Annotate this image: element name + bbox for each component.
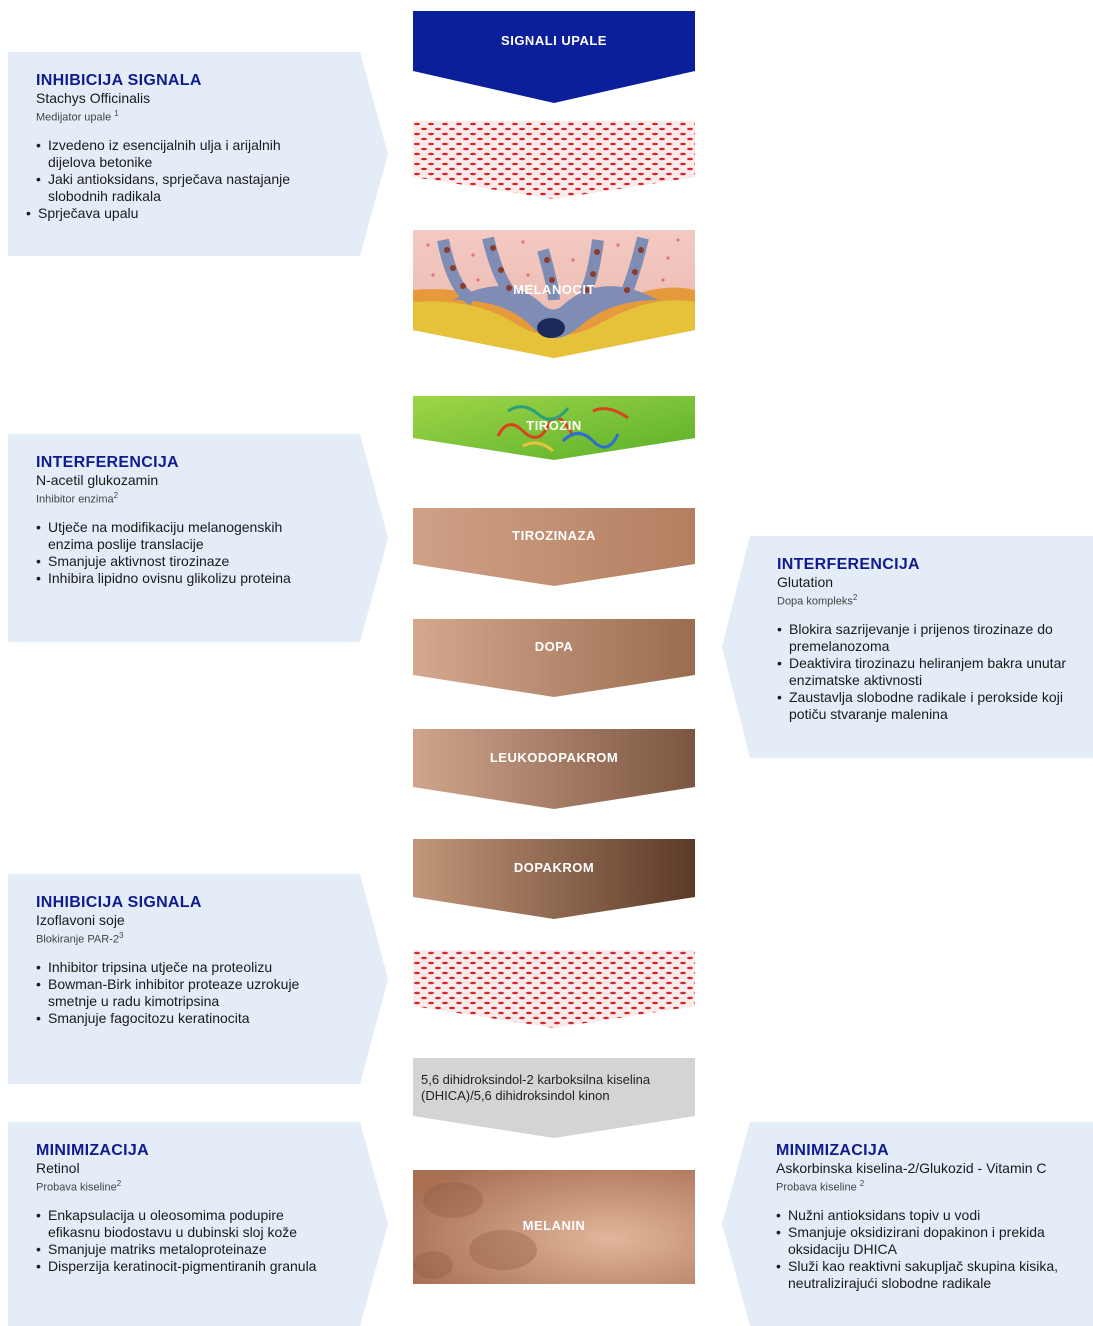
step-dotted-pattern-top xyxy=(413,121,695,199)
bullet-item: Zaustavlja slobodne radikale i perokside… xyxy=(777,689,1093,723)
bullet-list: Inhibitor tripsina utječe na proteolizu … xyxy=(36,959,328,1027)
panel-note: Inhibitor enzima2 xyxy=(36,491,119,506)
panel-title: INTERFERENCIJA xyxy=(777,556,920,573)
bullet-item: Inhibitor tripsina utječe na proteolizu xyxy=(36,959,328,976)
step-dopa: DOPA xyxy=(413,619,695,697)
bullet-item: Sprječava upalu xyxy=(26,205,328,222)
info-panel-minimizacija-retinol: MINIMIZACIJA Retinol Probava kiseline2 E… xyxy=(8,1122,388,1326)
bullet-item: Smanjuje fagocitozu keratinocita xyxy=(36,1010,328,1027)
chevron-shape xyxy=(413,1058,695,1138)
bullet-item: Bowman-Birk inhibitor proteaze uzrokuje … xyxy=(36,976,328,1010)
reference-marker: 2 xyxy=(859,1179,865,1188)
panel-subtitle: Izoflavoni soje xyxy=(36,912,125,928)
panel-subtitle: Stachys Officinalis xyxy=(36,90,151,106)
panel-title: MINIMIZACIJA xyxy=(776,1142,889,1159)
reference-marker: 2 xyxy=(852,593,858,602)
panel-subtitle: Retinol xyxy=(36,1160,80,1176)
dotted-chevron xyxy=(413,121,695,199)
dotted-chevron xyxy=(413,950,695,1028)
step-label: TIROZIN xyxy=(526,418,582,433)
bullet-item: Smanjuje oksidizirani dopakinon i prekid… xyxy=(776,1224,1093,1258)
bullet-list: Blokira sazrijevanje i prijenos tirozina… xyxy=(777,621,1093,723)
chevron-shape xyxy=(413,508,695,586)
protein-illustration xyxy=(413,396,695,460)
step-tirozin: TIROZIN xyxy=(413,396,695,460)
step-text-line: (DHICA)/5,6 dihidroksindol kinon xyxy=(421,1088,610,1103)
info-panel-inhibicija-stachys: INHIBICIJA SIGNALA Stachys Officinalis M… xyxy=(8,52,388,256)
panel-note: Blokiranje PAR-23 xyxy=(36,931,124,946)
bullet-item: Utječe na modifikaciju melanogenskih enz… xyxy=(36,519,328,553)
bullet-list: Izvedeno iz esencijalnih ulja i arijalni… xyxy=(26,137,328,222)
step-label: DOPAKROM xyxy=(513,860,595,875)
bullet-item: Služi kao reaktivni sakupljač skupina ki… xyxy=(776,1258,1093,1292)
reference-marker: 1 xyxy=(114,109,119,118)
chevron-shape xyxy=(413,839,695,919)
step-dhica: 5,6 dihidroksindol-2 karboksilna kiselin… xyxy=(413,1058,695,1138)
panel-note: Dopa kompleks2 xyxy=(777,593,858,608)
step-text: 5,6 dihidroksindol-2 karboksilna kiselin… xyxy=(421,1072,689,1104)
bullet-item: Smanjuje matriks metaloproteinaze xyxy=(36,1241,328,1258)
step-melanin: MELANIN xyxy=(413,1170,695,1284)
bullet-item: Izvedeno iz esencijalnih ulja i arijalni… xyxy=(36,137,328,171)
bullet-item: Jaki antioksidans, sprječava nastajanje … xyxy=(36,171,328,205)
info-panel-inhibicija-soja: INHIBICIJA SIGNALA Izoflavoni soje Bloki… xyxy=(8,874,388,1084)
step-melanocit: MELANOCIT xyxy=(413,230,695,358)
bullet-list: Utječe na modifikaciju melanogenskih enz… xyxy=(36,519,328,587)
step-label: MELANOCIT xyxy=(513,282,595,297)
step-signali-upale: SIGNALI UPALE xyxy=(413,11,695,103)
panel-title: INHIBICIJA SIGNALA xyxy=(36,894,202,911)
panel-note: Probava kiseline 2 xyxy=(776,1179,865,1194)
info-panel-interferencija-glukozamin: INTERFERENCIJA N-acetil glukozamin Inhib… xyxy=(8,434,388,642)
step-label: DOPA xyxy=(534,639,574,654)
step-tirozinaza: TIROZINAZA xyxy=(413,508,695,586)
bullet-item: Blokira sazrijevanje i prijenos tirozina… xyxy=(777,621,1093,655)
skin-texture xyxy=(413,1170,695,1284)
step-dopakrom: DOPAKROM xyxy=(413,839,695,919)
step-dotted-pattern-bottom xyxy=(413,950,695,1028)
step-label: TIROZINAZA xyxy=(512,528,596,543)
bullet-item: Deaktivira tirozinazu heliranjem bakra u… xyxy=(777,655,1093,689)
bullet-list: Enkapsulacija u oleosomima podupire efik… xyxy=(36,1207,328,1275)
panel-subtitle: N-acetil glukozamin xyxy=(36,472,159,488)
panel-title: INHIBICIJA SIGNALA xyxy=(36,72,202,89)
melanocyte-illustration xyxy=(413,230,695,358)
chevron-shape xyxy=(413,11,695,103)
bullet-item: Inhibira lipidno ovisnu glikolizu protei… xyxy=(36,570,328,587)
panel-subtitle: Glutation xyxy=(777,574,834,590)
panel-title: MINIMIZACIJA xyxy=(36,1142,149,1159)
step-label: SIGNALI UPALE xyxy=(501,33,607,48)
info-panel-interferencija-glutation: INTERFERENCIJA Glutation Dopa kompleks2 … xyxy=(722,536,1093,758)
chevron-shape xyxy=(413,619,695,697)
chevron-shape xyxy=(413,729,695,809)
step-leukodopakrom: LEUKODOPAKROM xyxy=(413,729,695,809)
reference-marker: 3 xyxy=(118,931,124,940)
reference-marker: 2 xyxy=(113,491,119,500)
bullet-list: Nužni antioksidans topiv u vodi Smanjuje… xyxy=(776,1207,1093,1292)
step-label: LEUKODOPAKROM xyxy=(489,750,619,765)
bullet-item: Smanjuje aktivnost tirozinaze xyxy=(36,553,328,570)
panel-subtitle: Askorbinska kiselina-2/Glukozid - Vitami… xyxy=(776,1160,1047,1176)
panel-note: Medijator upale 1 xyxy=(36,109,119,124)
info-panel-minimizacija-vitamin-c: MINIMIZACIJA Askorbinska kiselina-2/Gluk… xyxy=(722,1122,1093,1326)
bullet-item: Disperzija keratinocit-pigmentiranih gra… xyxy=(36,1258,328,1275)
panel-note: Probava kiseline2 xyxy=(36,1179,122,1194)
step-text-line: 5,6 dihidroksindol-2 karboksilna kiselin… xyxy=(421,1072,651,1087)
bullet-item: Enkapsulacija u oleosomima podupire efik… xyxy=(36,1207,328,1241)
panel-title: INTERFERENCIJA xyxy=(36,454,179,471)
step-label: MELANIN xyxy=(522,1218,586,1233)
bullet-item: Nužni antioksidans topiv u vodi xyxy=(776,1207,1093,1224)
reference-marker: 2 xyxy=(116,1179,122,1188)
